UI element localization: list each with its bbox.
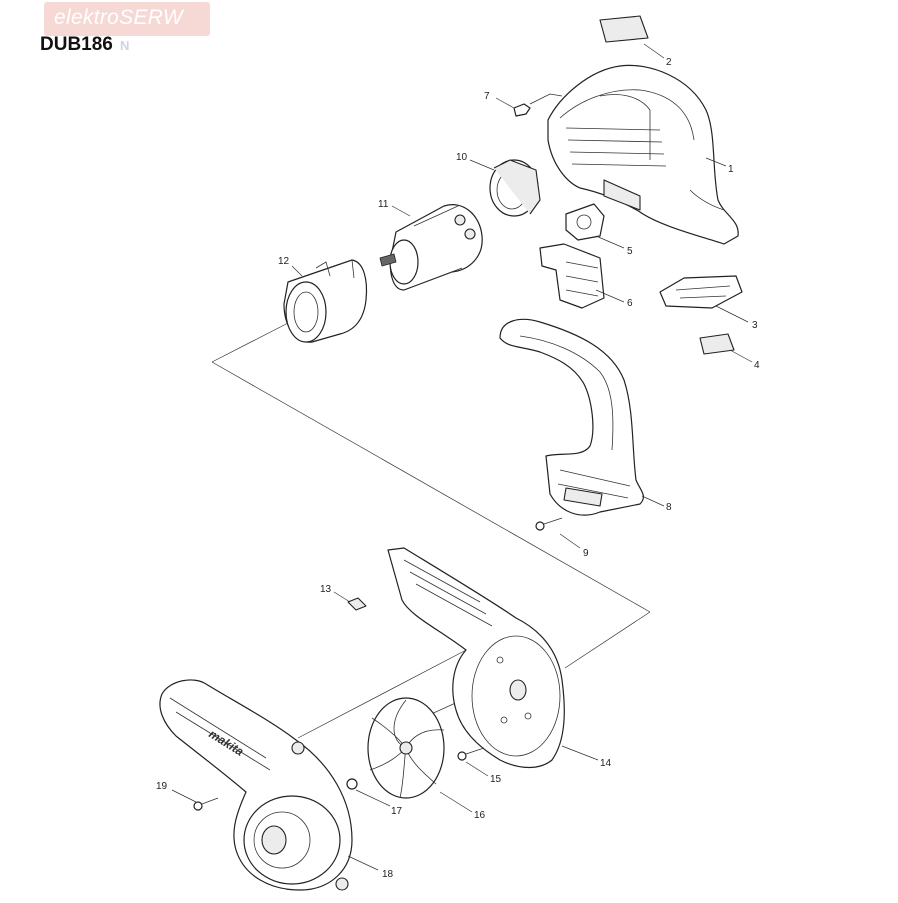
elektroserw-logo: elektroSERW: [44, 2, 210, 36]
part-number-12: 12: [278, 256, 290, 267]
part-number-9: 9: [583, 548, 589, 559]
part-7-clip: [513, 93, 563, 117]
part-number-17: 17: [391, 806, 403, 817]
part-8-handle-housing: [499, 318, 644, 516]
part-9-screw: [535, 517, 563, 531]
part-number-15: 15: [490, 774, 502, 785]
part-5-switch-component: [565, 203, 605, 241]
part-number-4: 4: [754, 360, 760, 371]
leader-lines: [171, 43, 753, 871]
part-number-2: 2: [666, 57, 672, 68]
part-number-19: 19: [156, 781, 168, 792]
part-13-clip: [347, 597, 367, 611]
logo-text: elektroSERW: [54, 6, 183, 29]
part-numbers: 1 2 3 4 5 6 7 8 9 10 11 12 13 14 15 16 1…: [156, 57, 760, 880]
part-19-screw: [193, 797, 219, 811]
part-number-18: 18: [382, 869, 394, 880]
part-number-10: 10: [456, 152, 468, 163]
part-14-fan-cover: [387, 547, 565, 769]
part-6-switch: [539, 243, 605, 309]
part-number-1: 1: [728, 164, 734, 175]
part-number-14: 14: [600, 758, 612, 769]
part-2-label-sticker: [599, 15, 649, 43]
model-title: DUB186: [40, 34, 113, 55]
part-number-16: 16: [474, 810, 486, 821]
part-16-fan-impeller: [367, 697, 445, 799]
part-number-13: 13: [320, 584, 332, 595]
part-15-screw: [457, 747, 485, 761]
part-number-8: 8: [666, 502, 672, 513]
part-3-terminal: [659, 275, 743, 309]
part-number-11: 11: [378, 199, 389, 210]
part-number-7: 7: [484, 91, 490, 102]
part-18-nozzle-housing: makita: [159, 679, 353, 891]
part-number-3: 3: [752, 320, 758, 331]
watermark-fragment: N: [120, 38, 130, 53]
part-10-motor-ring: [489, 159, 541, 217]
part-17-nut: [346, 778, 358, 790]
part-number-6: 6: [627, 298, 633, 309]
part-number-5: 5: [627, 246, 633, 257]
part-1-housing: [547, 64, 739, 245]
part-4-plate: [699, 333, 735, 355]
part-11-motor: [379, 204, 483, 291]
part-12-cup: [283, 259, 368, 343]
